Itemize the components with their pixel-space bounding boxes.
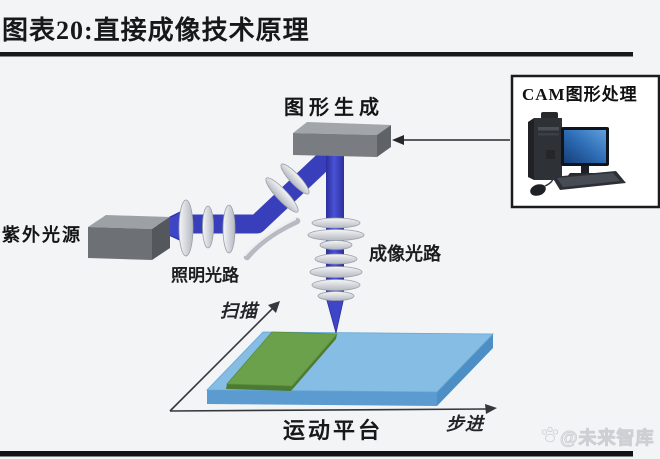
paw-icon: [541, 426, 559, 443]
imaging-lenses: [307, 217, 365, 301]
bottom-rule: [0, 451, 633, 457]
cam-processing-box: CAM图形处理: [510, 74, 660, 209]
platform-axes: [169, 301, 497, 414]
scan-arrowhead: [268, 301, 280, 313]
uv-source-box: [88, 215, 170, 260]
imaging-path-label: 成像光路: [369, 243, 442, 264]
pattern-generation-label: 图形生成: [284, 95, 384, 119]
curved-mirror: [243, 217, 301, 261]
scan-axis-label: 扫描: [220, 301, 260, 321]
exposed-area: [226, 331, 338, 391]
figure-title: 图表20:直接成像技术原理: [2, 16, 310, 45]
motion-platform: [206, 331, 494, 406]
illumination-path-label: 照明光路: [171, 265, 240, 285]
illumination-lenses: [178, 199, 236, 257]
step-arrowhead: [485, 404, 497, 414]
step-axis-label: 步进: [446, 414, 486, 434]
cam-to-generator-arrow: [392, 135, 510, 145]
watermark-text: @未来智库: [560, 427, 655, 448]
title-rule: [0, 52, 633, 57]
pattern-generator-box: [293, 122, 391, 157]
watermark: @未来智库: [541, 426, 655, 448]
cam-processing-label: CAM图形处理: [522, 84, 638, 104]
computer-icon: [528, 112, 626, 196]
uv-source-label: 紫外光源: [2, 224, 82, 245]
motion-platform-label: 运动平台: [283, 418, 383, 443]
relay-lenses: [265, 163, 310, 213]
